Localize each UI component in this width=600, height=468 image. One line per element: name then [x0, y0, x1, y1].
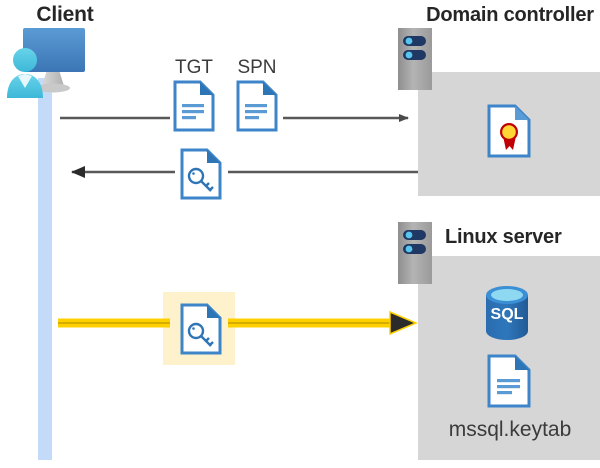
linux-server-icon — [398, 222, 438, 284]
linux-server-title: Linux server — [445, 226, 562, 248]
keytab-filename-label: mssql.keytab — [448, 418, 572, 441]
service-ticket-document-key-icon — [180, 303, 222, 355]
tgt-document-icon — [173, 80, 215, 132]
spn-document-icon — [236, 80, 278, 132]
client-workstation-icon — [5, 26, 101, 100]
domain-controller-title: Domain controller — [426, 4, 594, 26]
service-ticket-arrow-segment-2 — [228, 310, 418, 336]
client-title: Client — [36, 3, 94, 26]
keytab-file-icon — [487, 354, 531, 408]
sql-label: SQL — [491, 306, 524, 323]
domain-controller-server-icon — [398, 28, 438, 90]
sql-database-icon: SQL — [481, 285, 533, 341]
ticket-document-key-icon — [180, 148, 222, 200]
tgt-label: TGT — [175, 57, 213, 78]
certificate-icon — [487, 104, 531, 158]
client-lifeline — [38, 78, 52, 460]
spn-label: SPN — [237, 57, 277, 78]
